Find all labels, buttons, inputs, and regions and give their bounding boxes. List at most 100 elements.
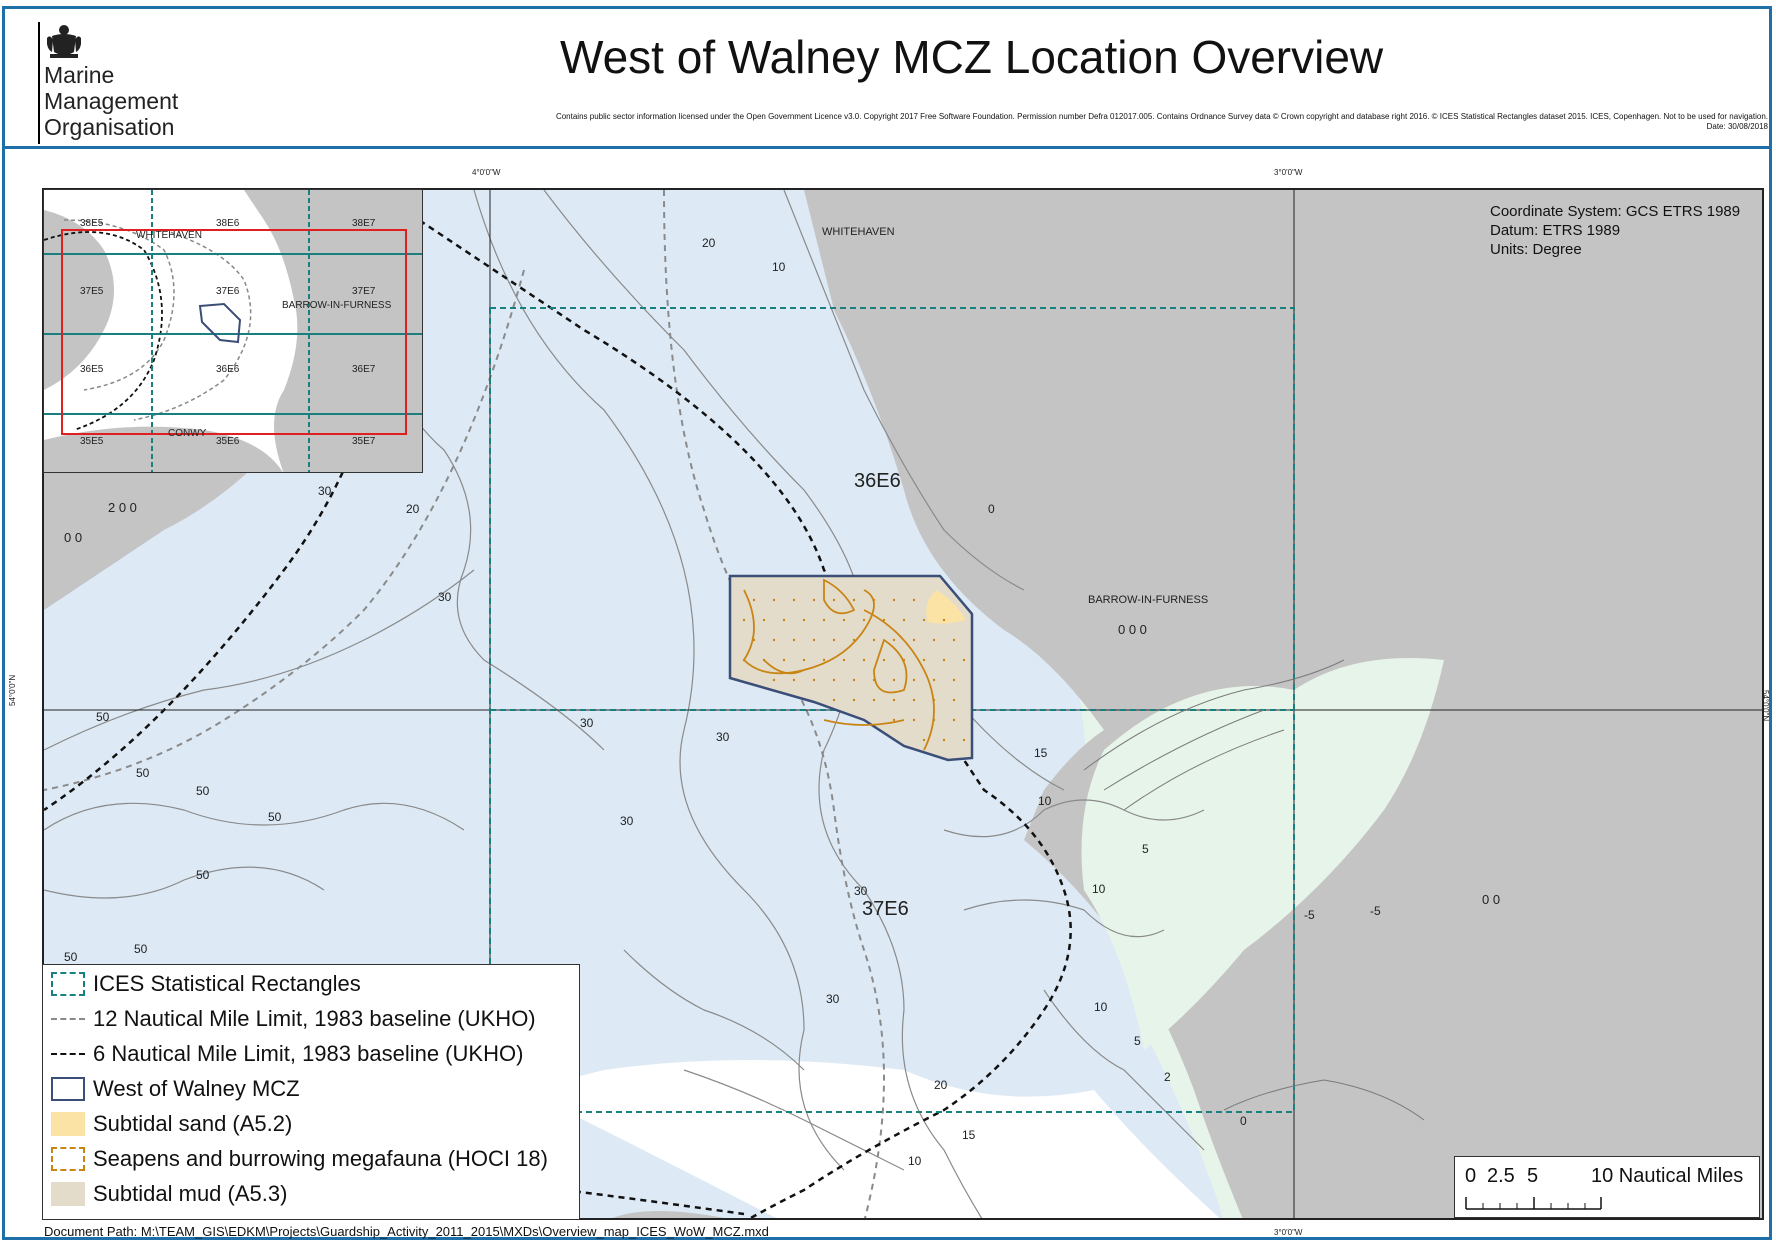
land-south [612,1211,725,1218]
header-divider [2,146,1772,149]
inset-label-35e6: 35E6 [216,436,240,447]
copyright-text: Contains public sector information licen… [555,112,1768,121]
depth-label: 10 [1094,1000,1108,1014]
inset-label-conwy: CONWY [168,428,207,439]
six-nm-swatch [51,1053,85,1055]
graticule-label-3w-bottom: 3°0'0"W [1274,1228,1303,1237]
subtidal-sand-patch [926,590,966,624]
legend-item-seapens: Seapens and burrowing megafauna (HOCI 18… [51,1144,548,1174]
mcz-swatch [51,1077,85,1101]
inset-overview-map[interactable]: 38E5 38E6 38E7 WHITEHAVEN 37E5 37E6 37E7… [43,189,423,473]
morecambe-bay-intertidal [1081,658,1444,1050]
logo-line-3: Organisation [44,114,175,140]
depth-label: -5 [1370,904,1381,918]
seapens-swatch [51,1147,85,1171]
ices-label-36e6: 36E6 [854,470,901,492]
depth-label: 10 [1092,882,1106,896]
depth-label: 30 [318,484,332,498]
legend-item-12nm: 12 Nautical Mile Limit, 1983 baseline (U… [51,1004,536,1034]
depth-label: 10 [772,260,786,274]
depth-label: 5 [1142,842,1149,856]
label-barrow-in-furness: BARROW-IN-FURNESS [1088,594,1209,606]
legend-item-mud: Subtidal mud (A5.3) [51,1179,287,1209]
depth-label-cluster: 0 0 [1482,892,1501,907]
scale-bar-ruler [1465,1197,1602,1210]
depth-label-cluster: 0 0 [64,530,83,545]
depth-label: 30 [826,992,840,1006]
inset-label-35e5: 35E5 [80,436,104,447]
inset-land-east [244,190,422,472]
scale-tick-label: 10 Nautical Miles [1591,1165,1744,1187]
scale-tick-label: 2.5 [1487,1165,1515,1187]
twelve-nm-limit [663,190,885,1218]
subtidal-sand-swatch [51,1112,85,1136]
depth-label: 50 [64,950,78,964]
depth-label: 15 [1034,746,1048,760]
inset-label-36e5: 36E5 [80,364,104,375]
legend-label: Subtidal sand (A5.2) [93,1111,293,1136]
inset-label-36e7: 36E7 [352,364,376,375]
legend-item-mcz: West of Walney MCZ [51,1074,300,1104]
inset-label-38e7: 38E7 [352,218,376,229]
legend-label: 6 Nautical Mile Limit, 1983 baseline (UK… [93,1041,524,1066]
map-title: West of Walney MCZ Location Overview [560,31,1384,83]
inset-label-whitehaven: WHITEHAVEN [136,230,202,241]
scale-bar: 0 2.5 5 10 Nautical Miles [1454,1156,1760,1218]
depth-label: 30 [438,590,452,604]
depth-label: 50 [196,784,210,798]
inset-label-barrow: BARROW-IN-FURNESS [282,300,392,311]
copyright-notice: Contains public sector information licen… [268,112,1768,132]
inset-label-37e6: 37E6 [216,286,240,297]
twelve-nm-swatch [51,1018,85,1020]
units-text: Units: Degree [1490,241,1582,258]
legend-label: Seapens and burrowing megafauna (HOCI 18… [93,1146,548,1171]
map-date: Date: 30/08/2018 [1706,122,1768,131]
depth-label: 20 [406,502,420,516]
depth-label: 30 [620,814,634,828]
legend-item-6nm: 6 Nautical Mile Limit, 1983 baseline (UK… [51,1039,523,1069]
depth-label-cluster: 0 0 0 [1118,622,1147,637]
inset-label-38e5: 38E5 [80,218,104,229]
legend-label: Subtidal mud (A5.3) [93,1181,288,1206]
depth-label: 0 [1240,1114,1247,1128]
royal-coat-of-arms-icon [47,25,81,58]
depth-label: -5 [1304,908,1315,922]
subtidal-mud-swatch [51,1182,85,1206]
inset-mcz-outline [198,302,242,344]
graticule-label-4w-top: 4°0'0"W [472,168,501,177]
inset-canvas [44,190,422,472]
six-nm-limit [373,190,1072,1218]
legend-label: 12 Nautical Mile Limit, 1983 baseline (U… [93,1006,536,1031]
graticule-label-54n-left: 54°0'0"N [8,674,17,706]
logo-line-2: Management [44,88,179,114]
depth-label: 15 [962,1128,976,1142]
inset-label-36e6: 36E6 [216,364,240,375]
depth-label: 20 [934,1078,948,1092]
depth-label: 20 [702,236,716,250]
legend-item-ices: ICES Statistical Rectangles [51,969,361,999]
depth-label: 2 [1164,1070,1171,1084]
depth-label: 50 [134,942,148,956]
mmo-logo: Marine Management Organisation [38,22,212,144]
ices-rectangle-swatch [51,972,85,996]
nearshore-white-area [524,1060,1220,1218]
inset-label-37e7: 37E7 [352,286,376,297]
page-frame [2,6,1772,1240]
inset-extent-box [61,229,407,435]
coordinate-system-info: Coordinate System: GCS ETRS 1989 Datum: … [1490,202,1740,259]
scale-tick-label: 0 [1465,1165,1477,1187]
label-whitehaven: WHITEHAVEN [822,226,895,238]
legend-item-sand: Subtidal sand (A5.2) [51,1109,292,1139]
graticule-label-3w-top: 3°0'0"W [1274,168,1303,177]
coordinate-system-text: Coordinate System: GCS ETRS 1989 [1490,203,1741,220]
depth-label: 30 [580,716,594,730]
six-nm-limit-south [563,1188,745,1216]
depth-label-cluster: 2 0 0 [108,500,137,515]
west-of-walney-mcz[interactable] [728,574,974,762]
inset-label-37e5: 37E5 [80,286,104,297]
depth-label: 50 [196,868,210,882]
legend-label: West of Walney MCZ [93,1076,300,1101]
scale-tick-label: 5 [1527,1165,1539,1187]
depth-label: 0 [988,502,995,516]
document-path: Document Path: M:\TEAM_GIS\EDKM\Projects… [44,1224,769,1239]
